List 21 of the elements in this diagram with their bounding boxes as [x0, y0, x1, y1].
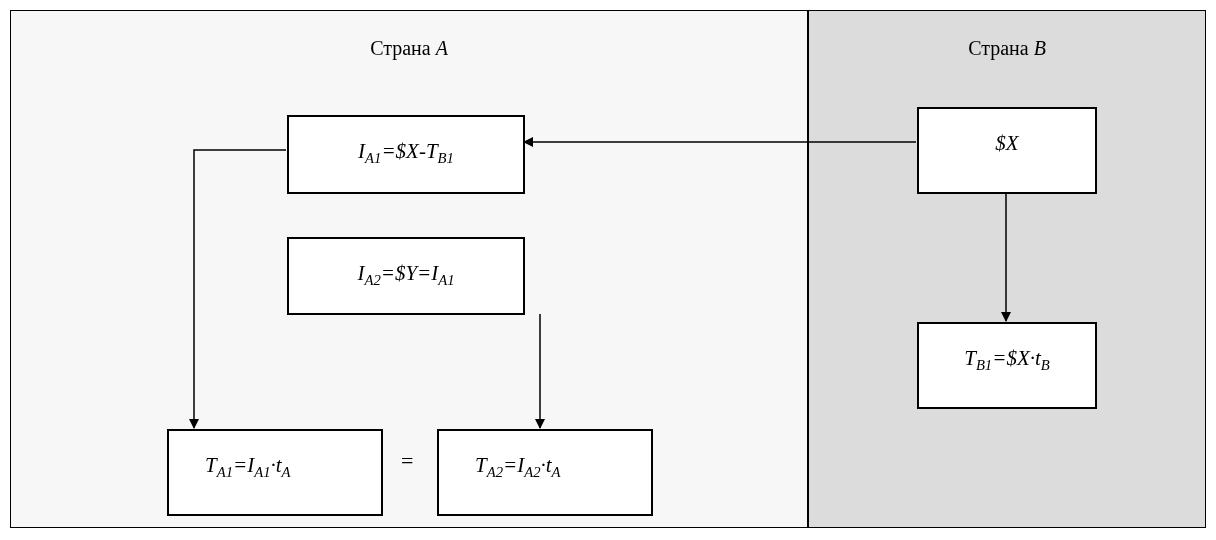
arrow	[535, 313, 545, 429]
formula-box	[287, 115, 525, 194]
country-panel	[808, 10, 1206, 528]
panel-title: Страна A	[369, 37, 449, 60]
formula-box	[917, 107, 1097, 194]
formula: I$_{A1}$=$X-T$_{B1}$	[358, 139, 454, 168]
formula: T$_{B1}$=$X·t$_{B}$	[964, 346, 1050, 375]
formula-box	[167, 429, 383, 516]
country-panel	[10, 10, 808, 528]
formula: T$_{A1}$=I$_{A1}$·t$_{A}$	[205, 453, 291, 482]
equals-sign: =	[401, 448, 414, 474]
formula-box	[287, 237, 525, 315]
formula: $X	[995, 131, 1019, 156]
formula-box	[437, 429, 653, 516]
arrow	[1001, 192, 1011, 322]
formula: I$_{A2}$=$Y=I$_{A1}$	[357, 261, 455, 290]
panel-title: Страна B	[967, 37, 1047, 60]
formula-box	[917, 322, 1097, 409]
formula: T$_{A2}$=I$_{A2}$·t$_{A}$	[475, 453, 561, 482]
arrow	[523, 137, 917, 147]
arrow	[189, 149, 287, 429]
